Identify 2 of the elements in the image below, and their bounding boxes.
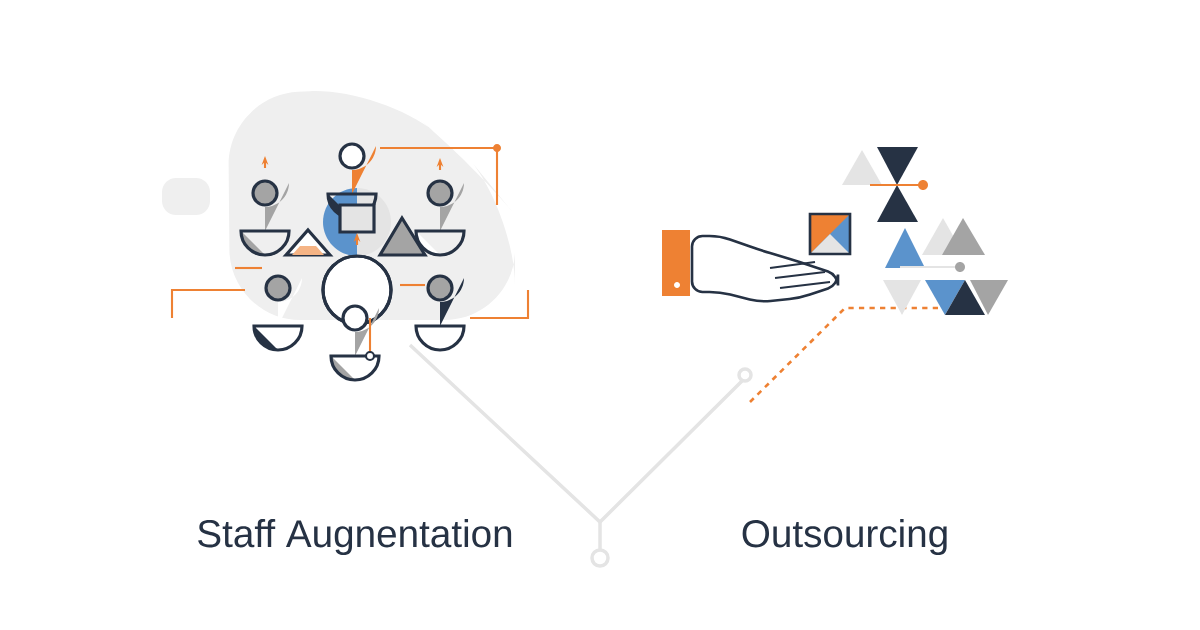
caption-label: Staff Augnentation <box>198 519 512 555</box>
caption-label: Outsourcing <box>742 519 947 555</box>
